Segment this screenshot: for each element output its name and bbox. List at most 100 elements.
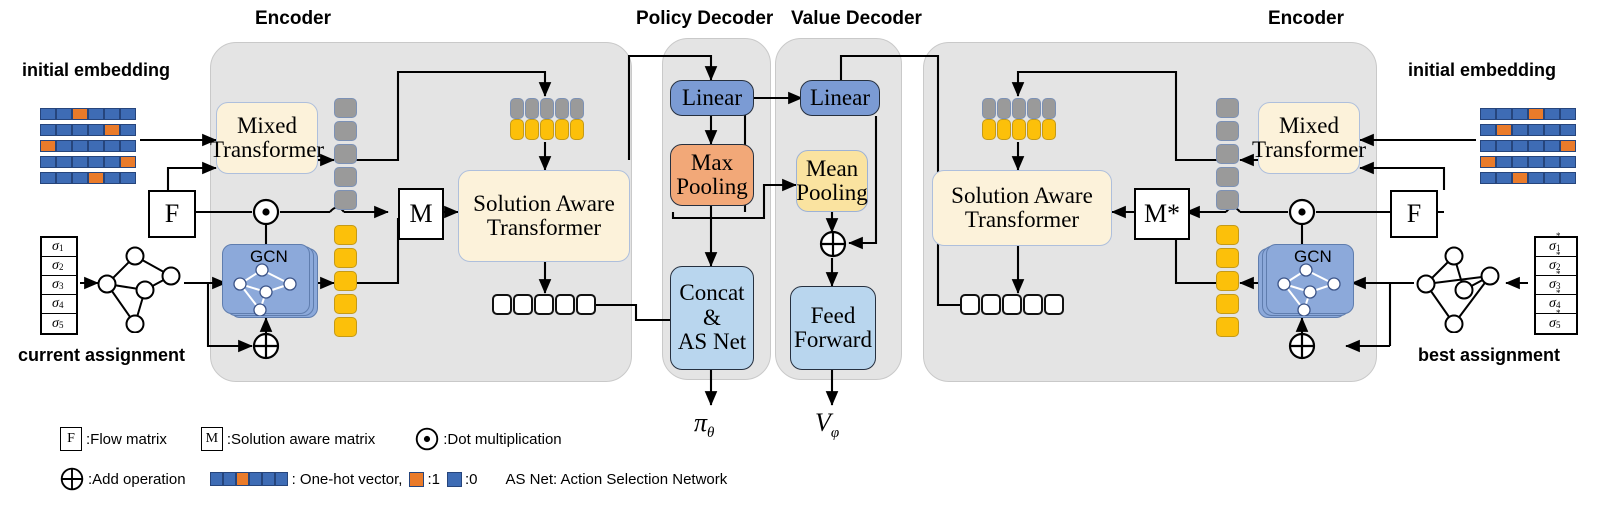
- token-gray: [525, 98, 539, 119]
- embedding-cell: [1480, 172, 1496, 184]
- value-output-subscript: φ: [830, 425, 840, 442]
- sigma-entry: σ4*4: [1536, 288, 1576, 314]
- embedding-row: [1480, 140, 1576, 152]
- token-gray: [1216, 144, 1239, 164]
- linear-policy-block[interactable]: Linear: [670, 80, 754, 116]
- graph-current-assignment: [97, 246, 181, 333]
- legend-flow-text: :Flow matrix: [86, 430, 167, 448]
- token-gray: [1216, 167, 1239, 187]
- mixed-transformer-left-line2: Transformer: [209, 137, 325, 162]
- token-white: [534, 294, 554, 315]
- legend-row-2: :Add operation : One-hot vector, :1 :0 A…: [60, 467, 727, 491]
- max-pooling-block[interactable]: Max Pooling: [670, 144, 754, 206]
- embedding-cell: [104, 124, 120, 136]
- feed-forward-line2: Forward: [794, 327, 872, 352]
- token-gray: [1216, 98, 1239, 118]
- dot-multiplication-icon-left: [252, 198, 280, 226]
- solution-aware-transformer-left[interactable]: Solution Aware Transformer: [458, 170, 630, 262]
- embedding-cell: [1496, 140, 1512, 152]
- embedding-cell: [1528, 156, 1544, 168]
- initial-embedding-label-left: initial embedding: [22, 60, 171, 80]
- sigma-entry: σ11: [42, 238, 76, 257]
- graph-best-assignment: [1416, 246, 1500, 333]
- encoder-right-title: Encoder: [1268, 8, 1345, 29]
- embedding-cell: [1544, 172, 1560, 184]
- embedding-cell: [1496, 156, 1512, 168]
- sigma-entry: σ5*5: [1549, 307, 1561, 331]
- token-gray: [1216, 121, 1239, 141]
- feed-forward-block[interactable]: Feed Forward: [790, 286, 876, 370]
- policy-decoder-title: Policy Decoder: [636, 8, 774, 29]
- embedding-cell: [72, 156, 88, 168]
- token-gray: [334, 190, 357, 210]
- embedding-row: [40, 140, 136, 152]
- solution-aware-transformer-right[interactable]: Solution Aware Transformer: [932, 170, 1112, 246]
- embedding-cell: [1496, 108, 1512, 120]
- embedding-cell: [88, 156, 104, 168]
- concat-as-net-block[interactable]: Concat & AS Net: [670, 266, 754, 370]
- max-pooling-line2: Pooling: [676, 174, 748, 199]
- token-gray: [1027, 98, 1041, 119]
- embedding-cell: [1512, 124, 1528, 136]
- embedding-row: [1480, 108, 1576, 120]
- sigma-entry: σ1*1: [1536, 231, 1576, 257]
- token-white-row-left: [492, 294, 598, 318]
- token-column-left: [334, 98, 358, 338]
- token-yellow: [334, 248, 357, 268]
- legend-onehot-cell: [248, 472, 262, 486]
- legend-one-chip: [409, 471, 425, 487]
- initial-embedding-label-right: initial embedding: [1408, 60, 1557, 80]
- embedding-cell: [40, 172, 56, 184]
- mean-pooling-block[interactable]: Mean Pooling: [796, 150, 868, 212]
- embedding-cell: [88, 124, 104, 136]
- mixed-transformer-right[interactable]: Mixed Transformer: [1252, 102, 1366, 174]
- sigma-entry: σ44: [42, 295, 76, 314]
- token-yellow: [1012, 119, 1026, 140]
- flow-matrix-right: F: [1390, 190, 1438, 238]
- dot-multiplication-icon-right: [1288, 198, 1316, 226]
- legend-flow-icon: F: [60, 427, 82, 451]
- embedding-cell: [104, 140, 120, 152]
- token-yellow: [1042, 119, 1056, 140]
- embedding-cell: [1560, 108, 1576, 120]
- gcn-block-right[interactable]: GCN: [1258, 244, 1354, 318]
- embedding-cell: [1528, 108, 1544, 120]
- sat-right-line2: Transformer: [964, 207, 1080, 232]
- token-yellow: [1027, 119, 1041, 140]
- token-yellow: [334, 271, 357, 291]
- token-yellow: [1216, 271, 1239, 291]
- add-operation-icon-value: [819, 230, 847, 258]
- embedding-cell: [1512, 108, 1528, 120]
- current-assignment-label: current assignment: [18, 345, 186, 365]
- gcn-block-left[interactable]: GCN: [222, 244, 318, 318]
- embedding-cell: [1544, 140, 1560, 152]
- embedding-cell: [1512, 156, 1528, 168]
- embedding-cell: [56, 108, 72, 120]
- embedding-cell: [1512, 140, 1528, 152]
- embedding-cell: [88, 140, 104, 152]
- token-yellow: [1216, 225, 1239, 245]
- gcn-graph-right: [1277, 263, 1341, 316]
- mixed-transformer-left[interactable]: Mixed Transformer: [210, 102, 324, 174]
- token-white: [960, 294, 980, 315]
- legend-onehot-cell: [261, 472, 275, 486]
- linear-value-block[interactable]: Linear: [800, 80, 880, 116]
- token-white-row-right: [960, 294, 1066, 318]
- embedding-cell: [56, 124, 72, 136]
- token-white: [981, 294, 1001, 315]
- embedding-cell: [1480, 156, 1496, 168]
- policy-output-subscript: θ: [707, 425, 715, 442]
- token-white: [555, 294, 575, 315]
- legend-row-1: F :Flow matrix M :Solution aware matrix …: [60, 427, 562, 451]
- token-yellow: [540, 119, 554, 140]
- token-yellow: [510, 119, 524, 140]
- embedding-cell: [1480, 140, 1496, 152]
- token-gray: [334, 98, 357, 118]
- concat-line2: &: [703, 304, 721, 330]
- token-white: [1023, 294, 1043, 315]
- mixed-transformer-right-line1: Mixed: [1278, 112, 1340, 138]
- embedding-cell: [120, 172, 136, 184]
- token-white: [1044, 294, 1064, 315]
- legend-dot-text: :Dot multiplication: [443, 430, 562, 448]
